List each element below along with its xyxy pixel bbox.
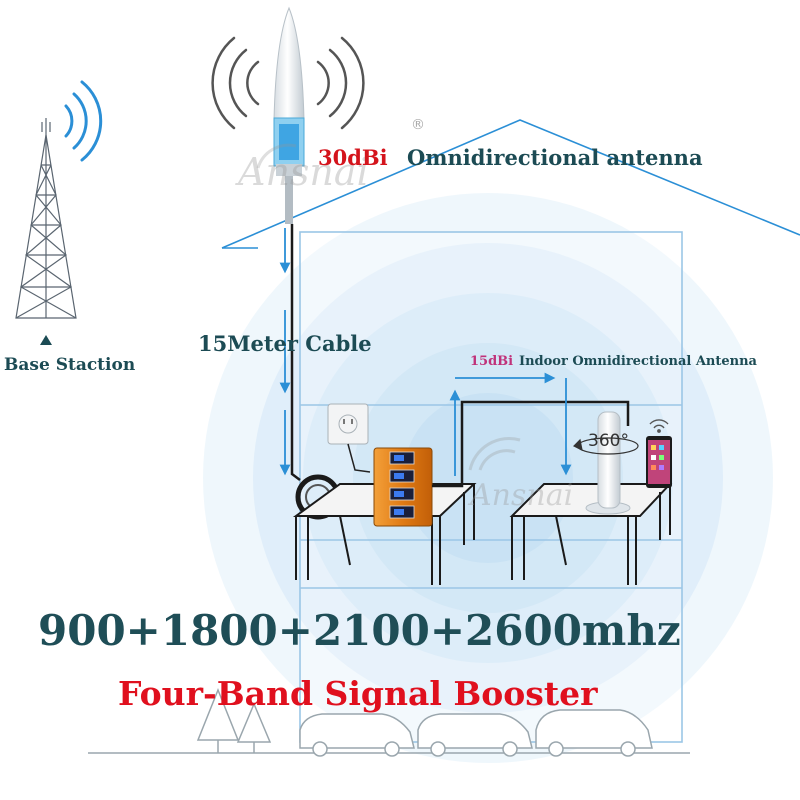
antenna-signal-icon — [211, 36, 365, 130]
tower-signal-icon — [64, 80, 103, 162]
wall-socket-icon — [327, 403, 369, 445]
smartphone-icon — [646, 436, 672, 488]
signal-booster-icon — [373, 447, 433, 527]
rotation-label: 360° — [588, 431, 629, 451]
product-subtitle: Four-Band Signal Booster — [118, 674, 598, 713]
cable-line — [290, 224, 301, 481]
antenna-name-label: Omnidirectional antenna — [407, 145, 703, 170]
indoor-antenna-icon — [585, 411, 631, 515]
rotation-arrow-icon — [572, 437, 639, 455]
cable-label: 15Meter Cable — [198, 331, 372, 356]
tree-icon — [196, 687, 272, 753]
cell-tower-icon — [15, 118, 77, 319]
wifi-icon — [649, 419, 669, 433]
brand-watermark: Ansnai — [238, 150, 369, 194]
indoor-antenna-label: Indoor Omnidirectional Antenna — [519, 354, 757, 369]
watermark-signal-icon — [256, 143, 521, 471]
indoor-gain-label: 15dBi — [470, 354, 514, 369]
power-cord — [347, 443, 371, 473]
indoor-direction-arrow — [449, 372, 572, 476]
registered-mark: ® — [411, 117, 425, 133]
outdoor-antenna-icon — [273, 6, 305, 224]
brand-watermark-indoor: Ansnai — [470, 478, 574, 513]
signal-halo — [203, 193, 773, 763]
indoor-cable — [432, 400, 630, 488]
frequency-headline: 900+1800+2100+2600mhz — [38, 606, 681, 655]
car-icon — [299, 709, 653, 757]
base-pointer-icon — [40, 335, 52, 345]
base-station-label: Base Staction — [4, 355, 136, 375]
antenna-gain-label: 30dBi — [318, 145, 388, 170]
